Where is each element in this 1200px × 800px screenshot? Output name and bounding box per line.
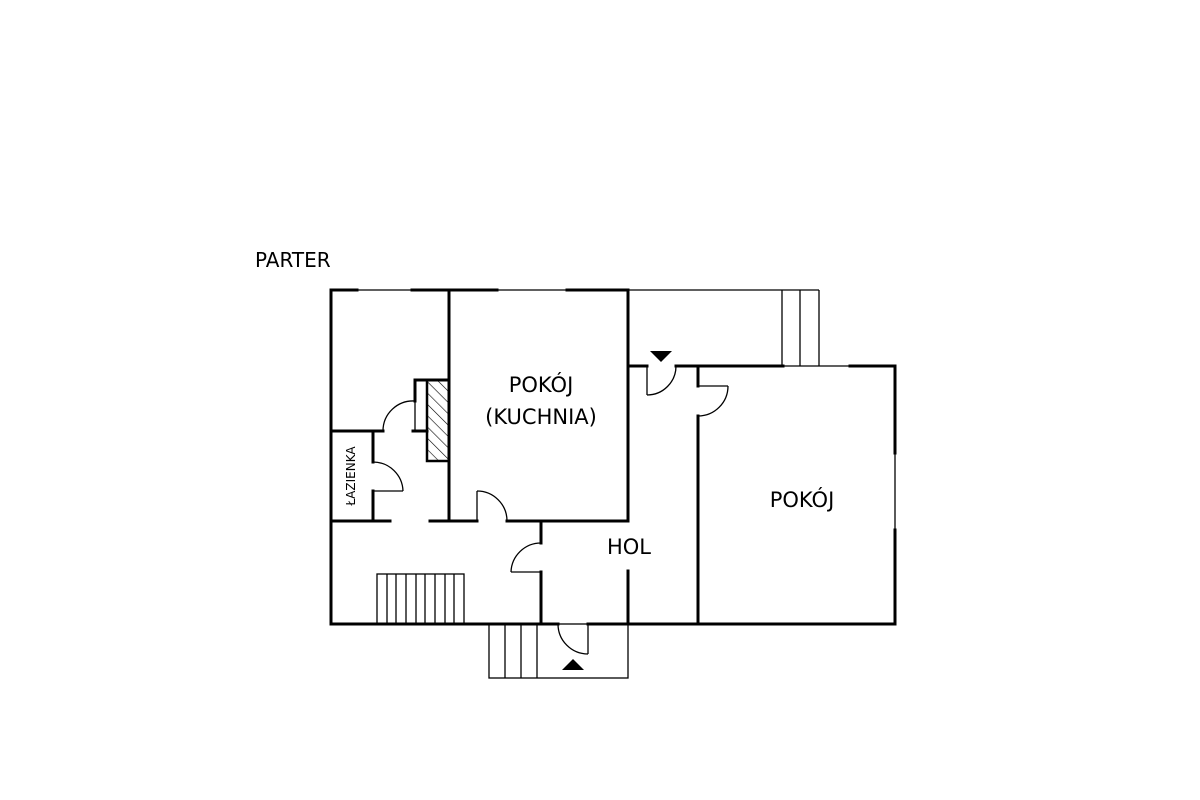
interior-stairs bbox=[376, 573, 465, 625]
door-kitchen bbox=[476, 490, 508, 522]
door-back bbox=[646, 365, 677, 396]
door-hall-left bbox=[510, 542, 542, 573]
back-terrace bbox=[628, 289, 820, 366]
entry-arrow-up-icon bbox=[562, 659, 584, 670]
room-label-kitchen: POKÓJ bbox=[509, 372, 574, 397]
floor-title: PARTER bbox=[255, 248, 331, 272]
chimney bbox=[425, 378, 451, 463]
room-label-bathroom: ŁAZIENKA bbox=[344, 446, 358, 507]
room-label-hall: HOL bbox=[607, 535, 651, 559]
doors bbox=[372, 365, 729, 655]
door-bathroom bbox=[372, 461, 404, 492]
room-label-room: POKÓJ bbox=[770, 487, 835, 512]
room-label-kitchen-sub: (KUCHNIA) bbox=[485, 405, 597, 429]
entry-arrow-down-icon bbox=[650, 351, 672, 362]
entrance-steps bbox=[488, 623, 629, 679]
door-entrance bbox=[557, 623, 589, 655]
windows bbox=[357, 289, 896, 530]
door-bathroom-hall bbox=[382, 400, 416, 432]
door-room-right bbox=[697, 385, 729, 417]
